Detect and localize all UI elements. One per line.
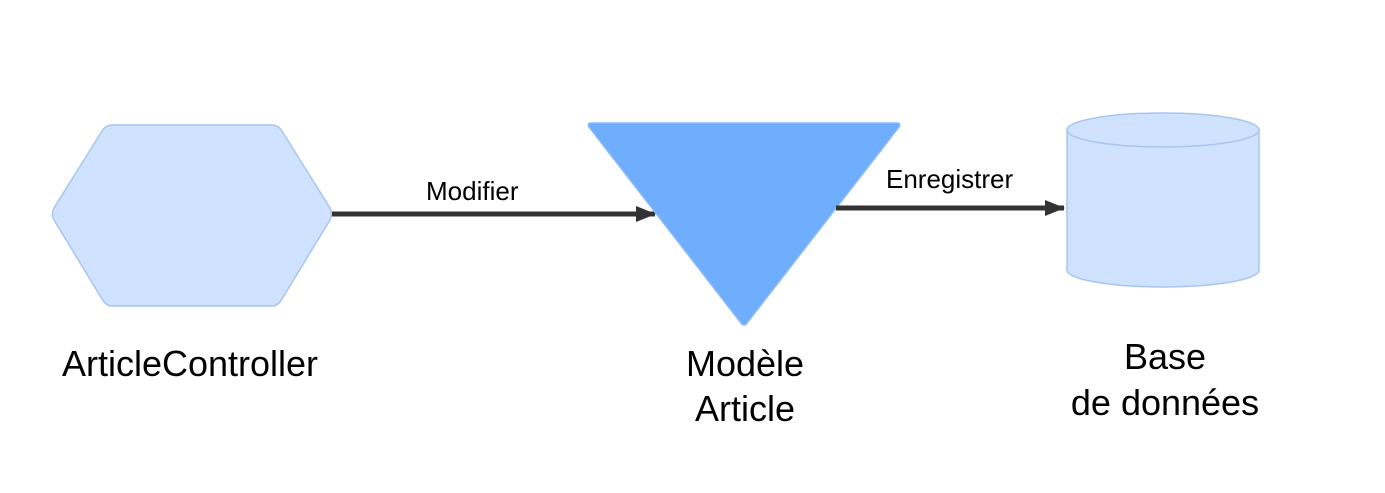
model-label-line2: Article <box>694 388 796 429</box>
cylinder-body <box>1066 129 1260 288</box>
model-triangle-node[interactable] <box>587 122 901 326</box>
edge-label-modifier: Modifier <box>426 176 519 206</box>
database-cylinder-node[interactable] <box>1066 112 1260 288</box>
controller-hexagon-node[interactable] <box>51 124 333 307</box>
database-label-line1: Base <box>1123 336 1207 377</box>
model-label-line1: Modèle <box>685 343 805 384</box>
controller-label: ArticleController <box>61 343 319 384</box>
database-label-line2: de données <box>1070 382 1260 423</box>
cylinder-top <box>1066 112 1260 148</box>
edge-label-enregistrer: Enregistrer <box>886 164 1014 194</box>
